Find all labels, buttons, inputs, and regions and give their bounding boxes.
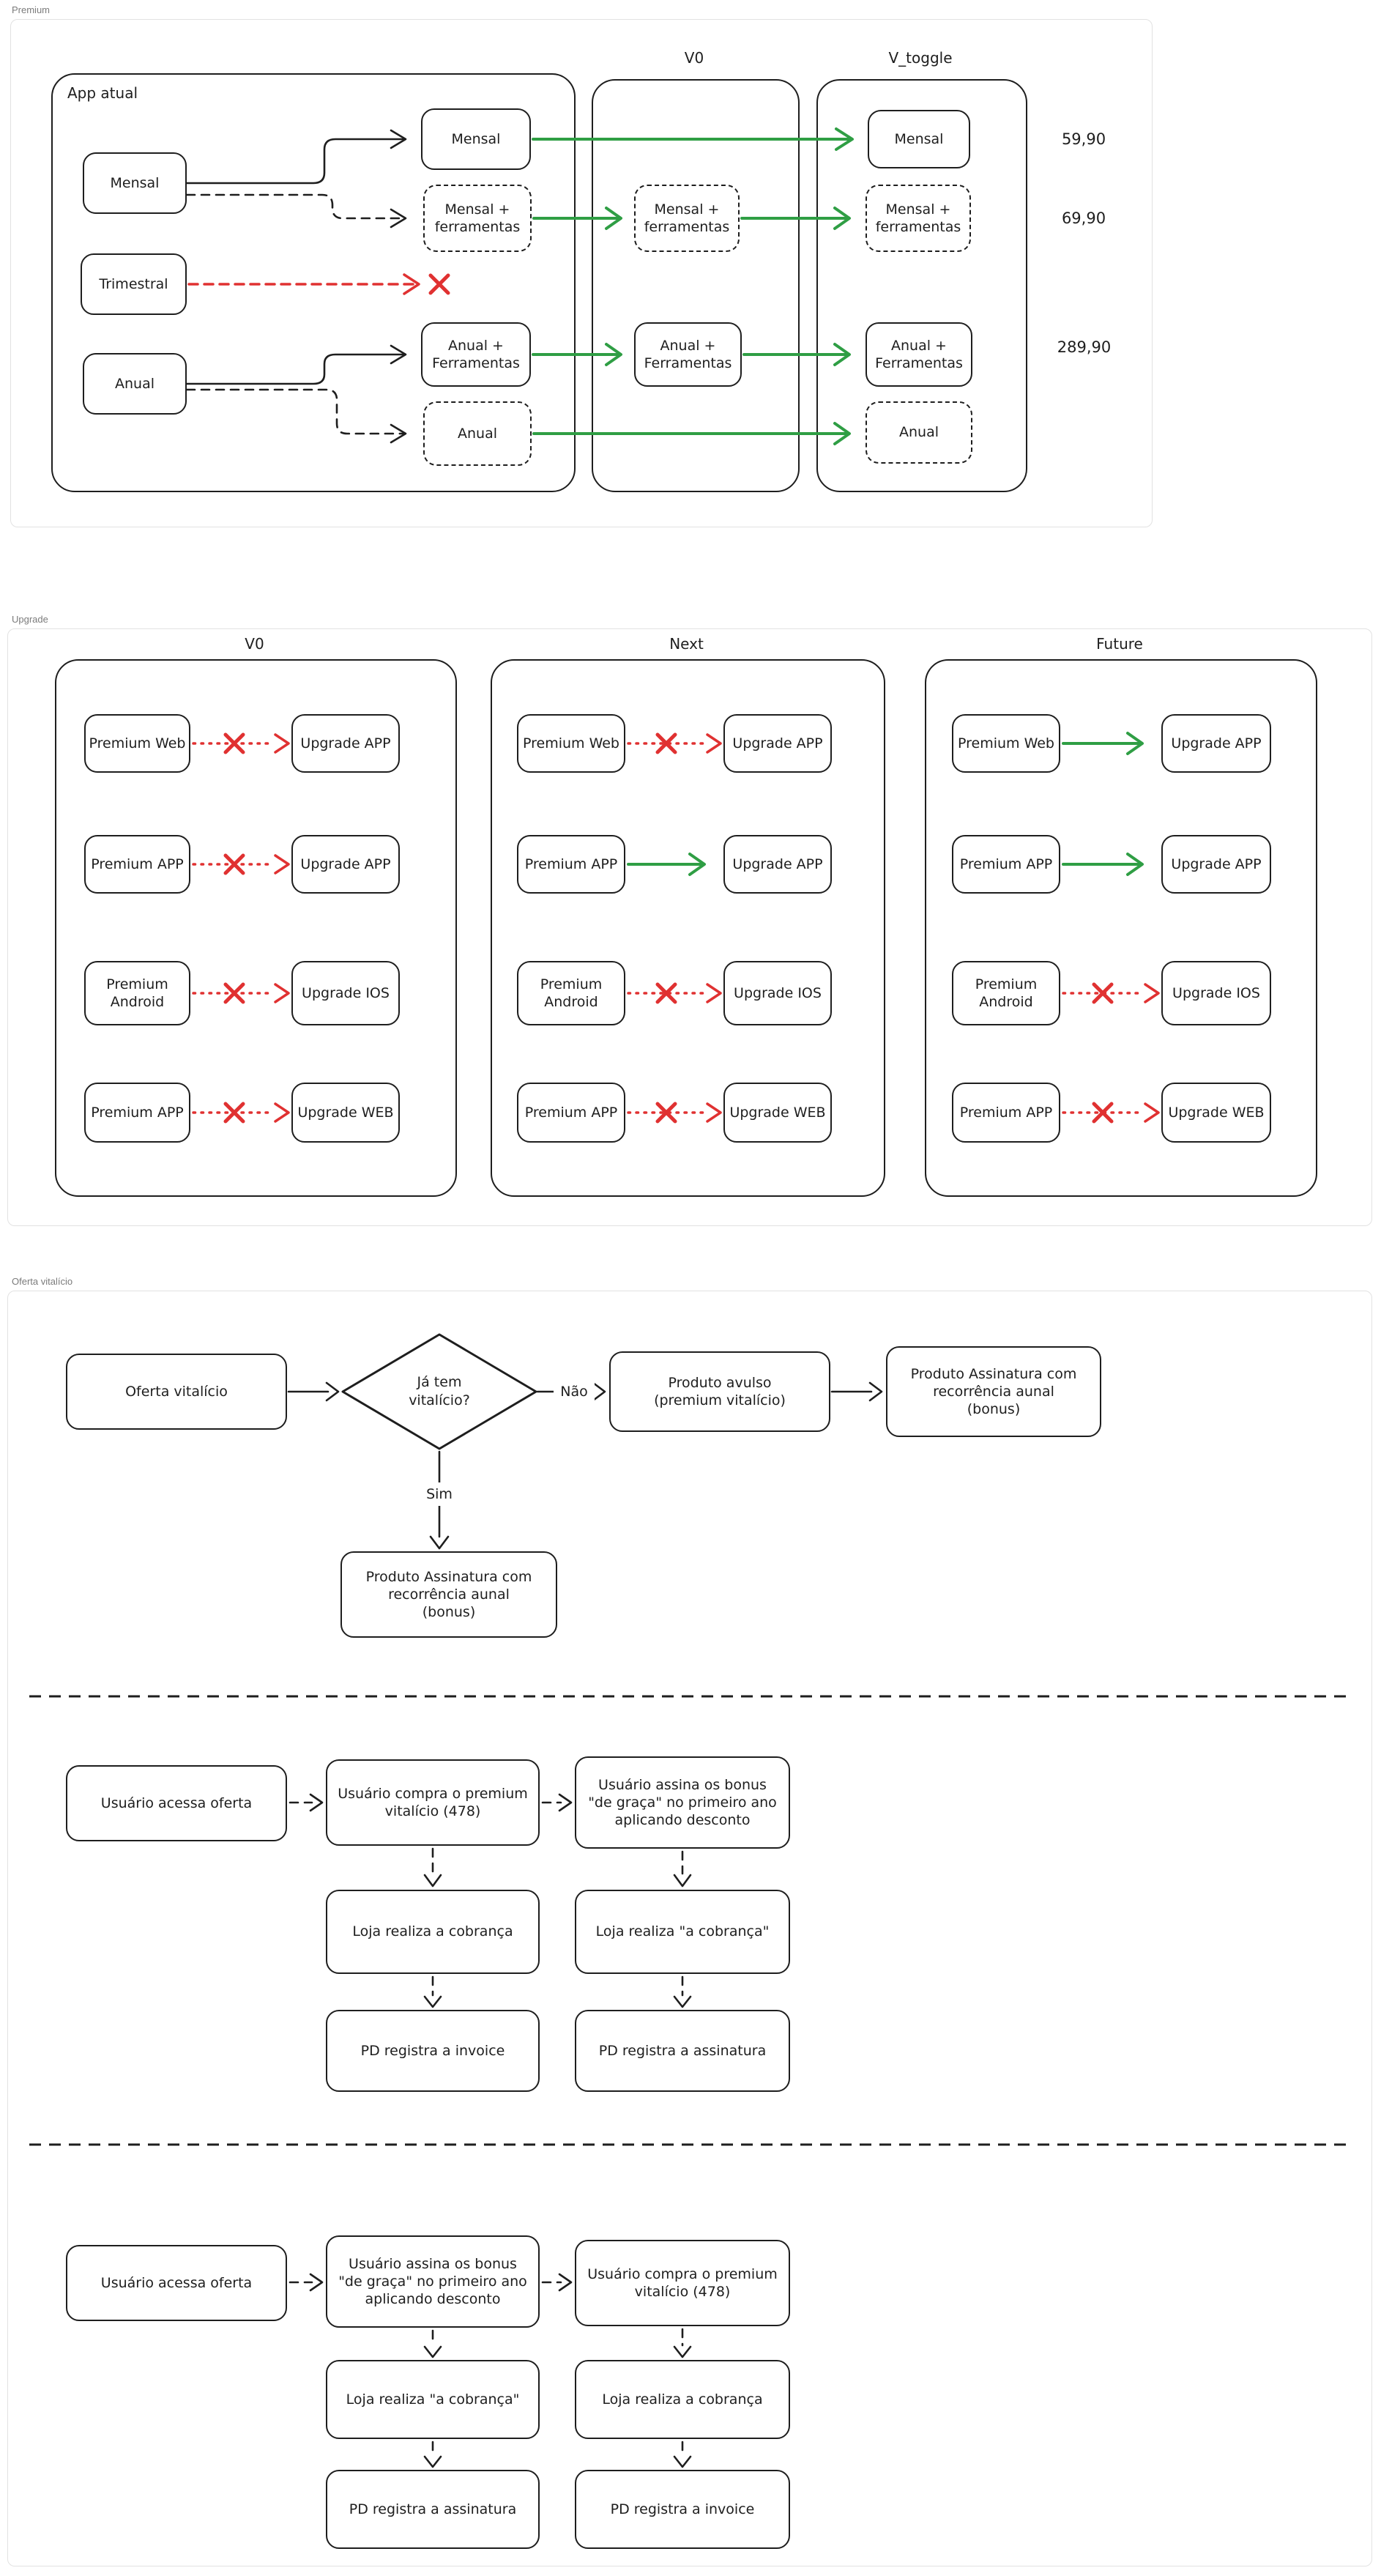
box-source-trimestral: Trimestral xyxy=(81,253,187,315)
box-flowb-loja-cobranca-quoted: Loja realiza "a cobrança" xyxy=(575,1890,790,1974)
box-vtoggle-mensal: Mensal xyxy=(868,110,970,168)
price-mensal-ferramentas: 69,90 xyxy=(1061,209,1106,227)
box-appatual-anual: Anual xyxy=(423,401,532,466)
box-appatual-mensal-ferramentas: Mensal + ferramentas xyxy=(423,185,532,252)
box-upg-next-r3-to: Upgrade IOS xyxy=(723,961,832,1025)
box-upg-next-r4-to: Upgrade WEB xyxy=(723,1083,832,1143)
box-upg-future-r2-from: Premium APP xyxy=(952,835,1060,894)
column-label-upgrade-future: Future xyxy=(1096,635,1143,653)
box-appatual-mensal: Mensal xyxy=(421,108,531,170)
box-vtoggle-anual-ferramentas: Anual + Ferramentas xyxy=(866,322,972,387)
box-flowb-pd-invoice: PD registra a invoice xyxy=(326,2010,540,2092)
frame-label-upgrade: Upgrade xyxy=(12,614,48,625)
box-oferta-start: Oferta vitalício xyxy=(66,1354,287,1430)
container-upgrade-future xyxy=(925,659,1317,1197)
box-source-mensal: Mensal xyxy=(83,152,187,214)
box-appatual-anual-ferramentas: Anual + Ferramentas xyxy=(421,322,531,387)
box-upg-v0-r3-to: Upgrade IOS xyxy=(291,961,400,1025)
box-upg-v0-r3-from: Premium Android xyxy=(84,961,190,1025)
box-upg-v0-r1-from: Premium Web xyxy=(84,714,190,773)
edge-label-nao: Não xyxy=(554,1380,595,1403)
box-produto-assinatura-down: Produto Assinatura com recorrência aunal… xyxy=(340,1551,557,1638)
container-label-app-atual: App atual xyxy=(67,84,138,102)
box-upg-v0-r2-from: Premium APP xyxy=(84,835,190,894)
column-label-v0-premium: V0 xyxy=(684,49,704,67)
box-upg-v0-r4-to: Upgrade WEB xyxy=(291,1083,400,1143)
container-upgrade-v0 xyxy=(55,659,457,1197)
box-source-anual: Anual xyxy=(83,353,187,415)
box-upg-future-r1-to: Upgrade APP xyxy=(1161,714,1271,773)
box-produto-avulso: Produto avulso (premium vitalício) xyxy=(609,1351,830,1432)
edge-label-sim: Sim xyxy=(419,1482,460,1506)
box-upg-future-r3-to: Upgrade IOS xyxy=(1161,961,1271,1025)
box-upg-next-r4-from: Premium APP xyxy=(517,1083,625,1143)
box-flowb-pd-assinatura: PD registra a assinatura xyxy=(575,2010,790,2092)
box-flowc-pd-invoice: PD registra a invoice xyxy=(575,2470,790,2549)
box-upg-next-r3-from: Premium Android xyxy=(517,961,625,1025)
price-mensal: 59,90 xyxy=(1061,130,1106,148)
column-label-upgrade-v0: V0 xyxy=(245,635,264,653)
container-upgrade-next xyxy=(491,659,885,1197)
box-upg-future-r4-from: Premium APP xyxy=(952,1083,1060,1143)
box-flowc-pd-assinatura: PD registra a assinatura xyxy=(326,2470,540,2549)
box-flowc-assina-bonus: Usuário assina os bonus "de graça" no pr… xyxy=(326,2235,540,2328)
box-upg-next-r1-from: Premium Web xyxy=(517,714,625,773)
box-vtoggle-mensal-ferramentas: Mensal + ferramentas xyxy=(866,185,971,252)
box-flowc-loja-cobranca-quoted: Loja realiza "a cobrança" xyxy=(326,2360,540,2439)
box-produto-assinatura-right: Produto Assinatura com recorrência aunal… xyxy=(886,1346,1101,1437)
container-app-atual xyxy=(51,73,576,492)
box-vtoggle-anual: Anual xyxy=(866,401,972,464)
box-upg-next-r1-to: Upgrade APP xyxy=(723,714,832,773)
box-upg-next-r2-to: Upgrade APP xyxy=(723,835,832,894)
box-flowc-compra-premium: Usuário compra o premium vitalício (478) xyxy=(575,2240,790,2326)
box-upg-v0-r1-to: Upgrade APP xyxy=(291,714,400,773)
box-v0-mensal-ferramentas: Mensal + ferramentas xyxy=(634,185,740,252)
frame-label-premium: Premium xyxy=(12,4,51,15)
frame-upgrade xyxy=(7,628,1372,1226)
container-premium-vtoggle xyxy=(816,79,1027,492)
box-upg-future-r3-from: Premium Android xyxy=(952,961,1060,1025)
box-upg-future-r2-to: Upgrade APP xyxy=(1161,835,1271,894)
box-flowb-assina-bonus: Usuário assina os bonus "de graça" no pr… xyxy=(575,1756,790,1849)
box-flowb-compra-premium: Usuário compra o premium vitalício (478) xyxy=(326,1759,540,1846)
column-label-vtoggle: V_toggle xyxy=(888,49,953,67)
box-upg-next-r2-from: Premium APP xyxy=(517,835,625,894)
box-upg-v0-r4-from: Premium APP xyxy=(84,1083,190,1143)
frame-label-oferta: Oferta vitalício xyxy=(12,1276,73,1287)
box-flowc-loja-cobranca: Loja realiza a cobrança xyxy=(575,2360,790,2439)
decision-ja-tem-vitalicio: Já tem vitalício? xyxy=(409,1374,470,1408)
box-upg-future-r1-from: Premium Web xyxy=(952,714,1060,773)
box-upg-v0-r2-to: Upgrade APP xyxy=(291,835,400,894)
price-anual-ferramentas: 289,90 xyxy=(1057,338,1112,356)
box-upg-future-r4-to: Upgrade WEB xyxy=(1161,1083,1271,1143)
box-flowb-loja-cobranca: Loja realiza a cobrança xyxy=(326,1890,540,1974)
column-label-upgrade-next: Next xyxy=(669,635,704,653)
container-premium-v0 xyxy=(592,79,800,492)
box-v0-anual-ferramentas: Anual + Ferramentas xyxy=(634,322,742,387)
box-flowb-acessa-oferta: Usuário acessa oferta xyxy=(66,1765,287,1841)
box-flowc-acessa-oferta: Usuário acessa oferta xyxy=(66,2245,287,2321)
